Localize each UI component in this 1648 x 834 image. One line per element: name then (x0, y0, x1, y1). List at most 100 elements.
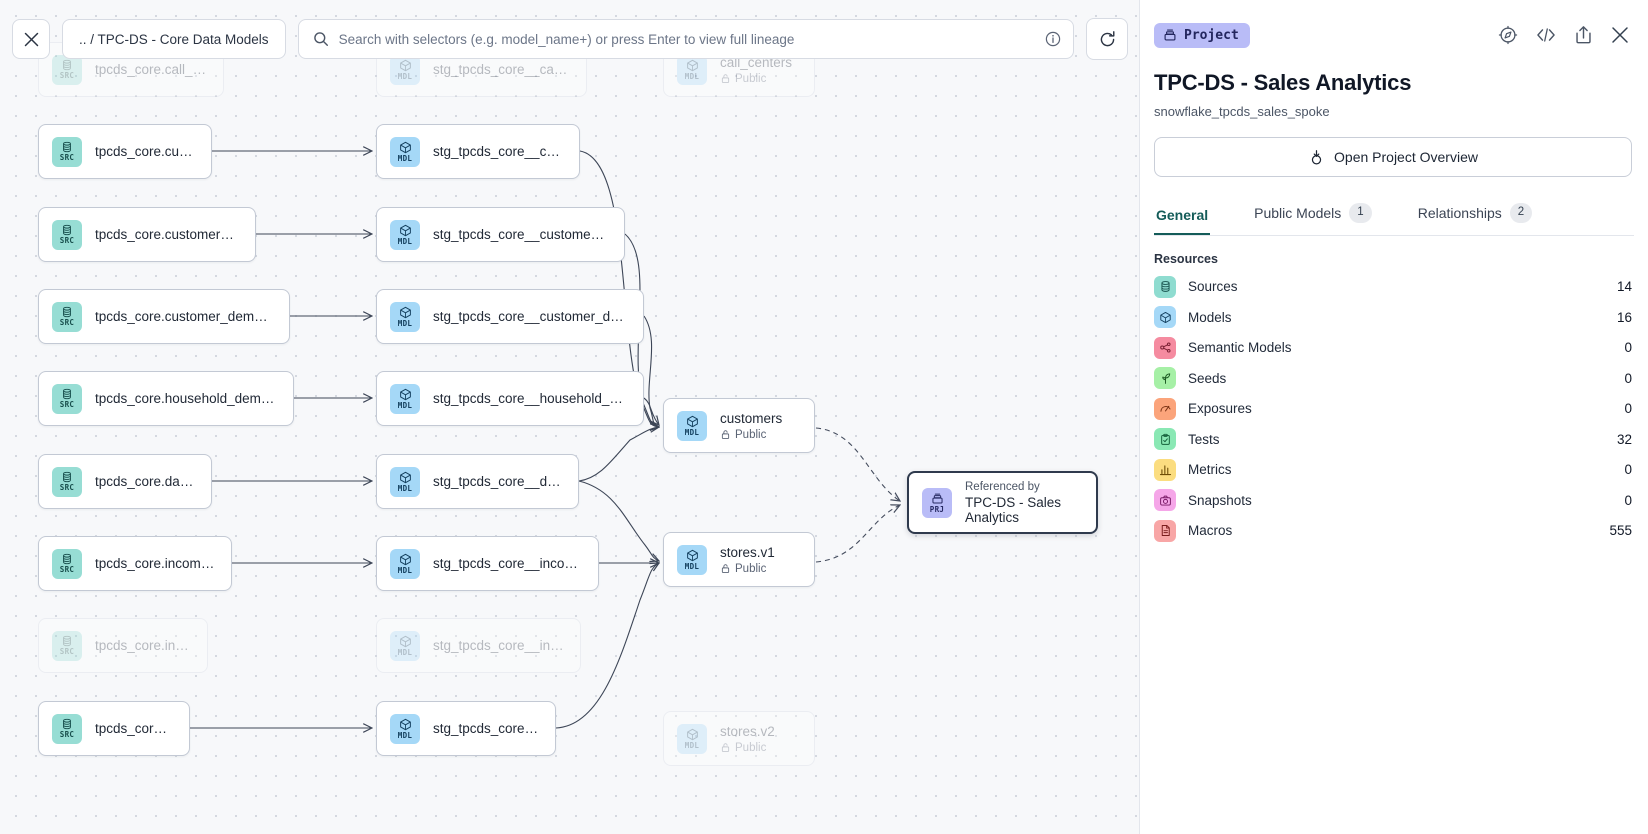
explore-icon[interactable] (1498, 25, 1518, 45)
detail-panel: Project (1140, 0, 1648, 834)
node-type-badge-prj: PRJ (922, 487, 952, 518)
cube-icon (399, 224, 411, 236)
node-type-badge-mdl: MDL (677, 54, 707, 85)
node-label: stores.v2 (720, 723, 775, 739)
refresh-button[interactable] (1086, 18, 1128, 60)
node-type-badge-mdl: MDL (390, 54, 420, 85)
open-project-overview-button[interactable]: Open Project Overview (1154, 137, 1632, 177)
lock-icon (721, 430, 730, 440)
close-lineage-button[interactable] (12, 19, 50, 59)
gauge-icon (1154, 397, 1176, 420)
node-label: TPC-DS - Sales Analytics (965, 494, 1062, 525)
node-label: stg_tpcds_core__store (433, 721, 539, 736)
breadcrumb[interactable]: .. / TPC-DS - Core Data Models (62, 19, 286, 59)
cube-icon (399, 553, 411, 565)
page-title: TPC-DS - Sales Analytics (1154, 70, 1412, 95)
cube-icon (686, 59, 698, 71)
panel-header-icons (1498, 25, 1630, 45)
cube-icon (686, 549, 698, 561)
node-eyebrow: Referenced by (965, 480, 1040, 493)
node-type-badge-src: SRC (52, 136, 82, 167)
node-label: stg_tpcds_core__customer (433, 144, 563, 159)
cube-icon (399, 471, 411, 483)
lineage-node-src_store[interactable]: SRC tpcds_core.store (38, 701, 190, 756)
code-icon[interactable] (1535, 26, 1557, 44)
resource-label: Semantic Models (1188, 340, 1292, 356)
tab-label: Relationships (1417, 204, 1502, 221)
cube-icon (1154, 306, 1176, 329)
node-label: stores.v1 (720, 544, 775, 560)
search-bar[interactable] (297, 19, 1074, 59)
node-type-badge-mdl: MDL (390, 630, 420, 661)
node-label: tpcds_core.income_band (95, 556, 215, 571)
project-identifier: snowflake_tpcds_sales_spoke (1154, 104, 1330, 119)
info-icon[interactable] (1045, 31, 1061, 47)
database-icon (63, 307, 71, 318)
node-type-badge-src: SRC (52, 630, 82, 661)
tab-relationships[interactable]: Relationships 2 (1416, 197, 1534, 235)
cube-icon (399, 635, 411, 647)
node-label: stg_tpcds_core__inventory (433, 638, 564, 653)
refresh-icon (1100, 30, 1114, 46)
resource-count: 0 (1624, 462, 1632, 478)
share-icon[interactable] (1574, 25, 1593, 45)
chip-label: Project (1184, 27, 1239, 43)
close-icon (24, 32, 38, 46)
node-label: tpcds_core.store (95, 721, 173, 736)
node-visibility: Public (720, 429, 782, 441)
project-icon (931, 493, 943, 504)
database-icon (63, 60, 71, 71)
overview-icon (1311, 149, 1322, 164)
lineage-node-mdl_cust_demo[interactable]: MDLstg_tpcds_core__customer_demogra… (376, 289, 644, 344)
tab-count-badge: 2 (1509, 203, 1533, 223)
node-type-badge-mdl: MDL (677, 544, 707, 575)
close-panel-icon[interactable] (1610, 25, 1630, 45)
resource-count: 32 (1616, 431, 1632, 447)
database-icon (63, 142, 71, 153)
database-icon (63, 225, 71, 236)
cube-icon (686, 415, 698, 427)
lineage-canvas[interactable]: .. / TPC-DS - Core Data Models (0, 0, 1140, 834)
node-label: stg_tpcds_core__income_band (433, 556, 582, 571)
resource-count: 14 (1616, 279, 1632, 295)
tab-general[interactable]: General (1154, 201, 1211, 235)
database-icon (63, 636, 71, 647)
resource-row-metrics[interactable]: Metrics 0 (1154, 455, 1632, 486)
resource-label: Models (1188, 309, 1232, 325)
resource-label: Snapshots (1188, 492, 1252, 508)
database-icon (63, 472, 71, 483)
seed-icon (1154, 367, 1176, 390)
search-input[interactable] (338, 31, 1035, 47)
lineage-node-mdl_hh_demo[interactable]: MDLstg_tpcds_core__household_demogr… (376, 371, 644, 426)
node-type-badge-mdl: MDL (390, 383, 420, 414)
node-type-badge-src: SRC (52, 713, 82, 744)
node-label: stg_tpcds_core__date_dim (433, 474, 562, 489)
resource-label: Metrics (1188, 462, 1232, 478)
